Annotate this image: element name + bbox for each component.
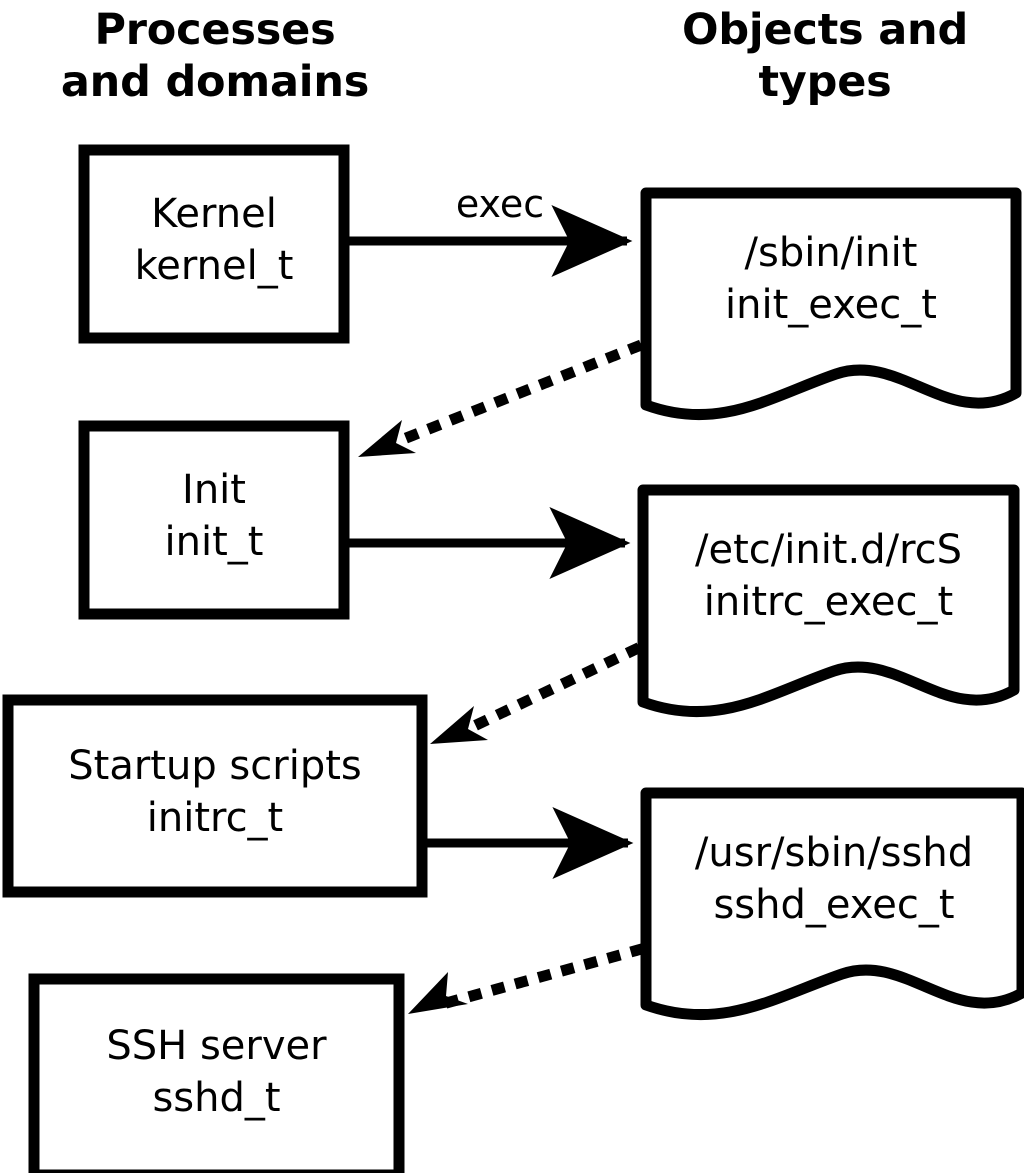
process-node-initrc[interactable] <box>2 694 428 898</box>
process-node-initrc-label: Startup scripts initrc_t <box>68 743 362 841</box>
edge-label-exec: exec <box>455 182 545 226</box>
process-node-sshd-label: SSH server sshd_t <box>106 1023 327 1121</box>
process-node-init[interactable] <box>78 420 350 620</box>
column-header-processes: Processes and domains <box>60 5 370 107</box>
process-node-kernel[interactable] <box>78 144 350 344</box>
process-node-init-label: Init init_t <box>164 467 264 565</box>
object-node-init-exec-label: /sbin/init init_exec_t <box>725 230 937 328</box>
edge-init-exec-to-init <box>358 339 644 457</box>
object-node-sshd-exec-label: /usr/sbin/sshd sshd_exec_t <box>694 830 974 928</box>
object-node-init-exec[interactable] <box>640 187 1022 421</box>
process-node-sshd[interactable] <box>28 973 405 1173</box>
edge-initrc-exec-to-initrc <box>430 642 642 744</box>
column-header-objects: Objects and types <box>681 5 969 107</box>
object-node-sshd-exec[interactable] <box>640 787 1024 1021</box>
object-node-initrc-exec-label: /etc/init.d/rcS initrc_exec_t <box>694 527 963 625</box>
edge-sshd-exec-to-sshd <box>408 943 645 1014</box>
process-node-kernel-label: Kernel kernel_t <box>134 191 294 289</box>
object-node-initrc-exec[interactable] <box>637 484 1020 718</box>
